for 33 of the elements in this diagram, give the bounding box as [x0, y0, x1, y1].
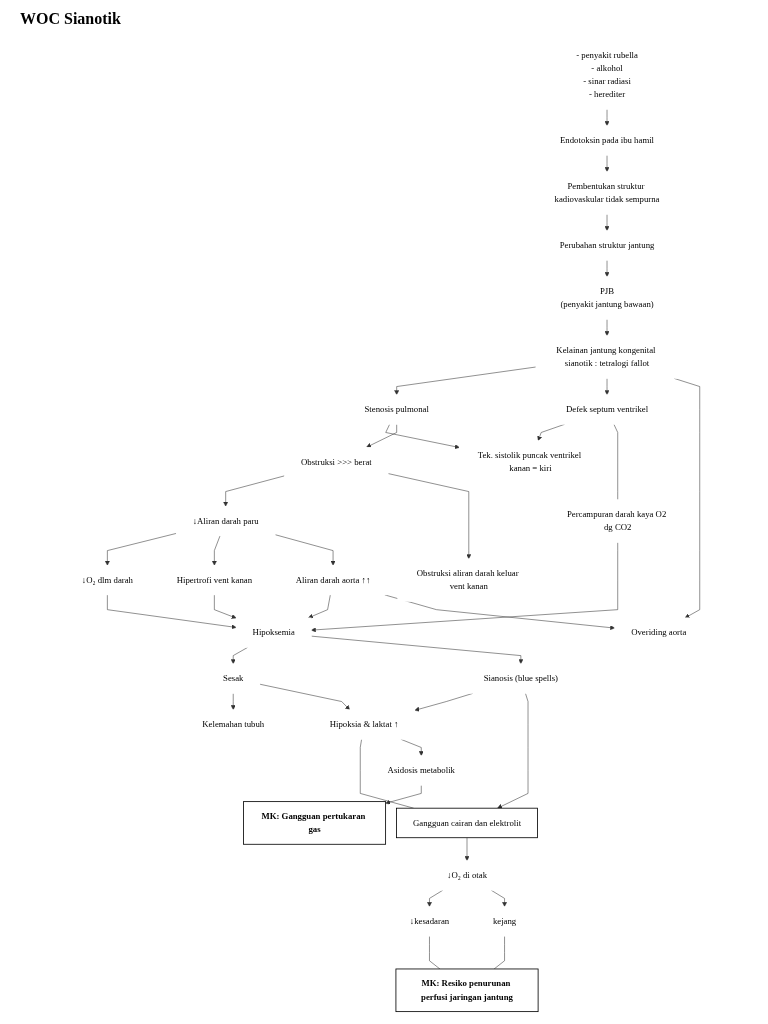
node-text: Stenosis pulmonal [364, 404, 429, 414]
node-text: Hipertrofi vent kanan [176, 575, 252, 585]
node-text: Sianosis (blue spells) [483, 673, 558, 683]
node-text: Aliran darah aorta ↑↑ [295, 575, 371, 585]
node-text: Overiding aorta [631, 627, 687, 638]
node-text: Obstruksi >>> berat [300, 457, 372, 467]
node-text: ↓O₂ dlm darah [81, 575, 133, 585]
connector [429, 935, 441, 970]
node-text: Kelainan jantung kongenital sianotik : tetralogi fallot [556, 345, 656, 368]
node-text: Hipoksia & laktat ↑ [329, 719, 399, 729]
node-text: ↓kesadaran [409, 916, 450, 926]
node-box: MK: Gangguan pertukaran gas [242, 801, 386, 845]
node-text: ↓O₂ di otak [446, 870, 487, 880]
node-text: Tek. sistolik puncak ventrikel kanan = kiri [477, 450, 582, 473]
node-text: Asidosis metabolik [387, 765, 455, 775]
node-text: ↓Aliran darah paru [192, 516, 259, 526]
node-text: Endotoksin pada ibu hamil [559, 135, 655, 145]
node-text: Defek septum ventrikel [565, 404, 649, 414]
node-text: Sesak [222, 673, 244, 683]
node-text: Kelemahan tubuh [202, 719, 265, 729]
diagram-title: WOC Sianotik [20, 10, 121, 28]
node-text: Hipoksemia [252, 627, 295, 638]
node-text: - penyakit rubella - alkohol - sinar radiasi - herediter [576, 50, 638, 99]
node-text: PJB (penyakit jantung bawaan) [560, 286, 654, 309]
node-text: Percampuran darah kaya O2 dg CO2 [566, 509, 667, 533]
node-text: Pembentukan struktur kadiovaskular tidak sempurna [554, 181, 660, 204]
node-text: Perubahan struktur jantung [559, 240, 655, 250]
connector [493, 935, 505, 970]
node-text: kejang [492, 916, 517, 926]
node-text: Obstruksi aliran darah keluar vent kanan [416, 568, 519, 592]
connector [359, 739, 414, 809]
node-box: Gangguan cairan dan elektrolit [396, 807, 538, 839]
node-box: MK: Resiko penurunan perfusi jaringan jantung [395, 968, 539, 1013]
